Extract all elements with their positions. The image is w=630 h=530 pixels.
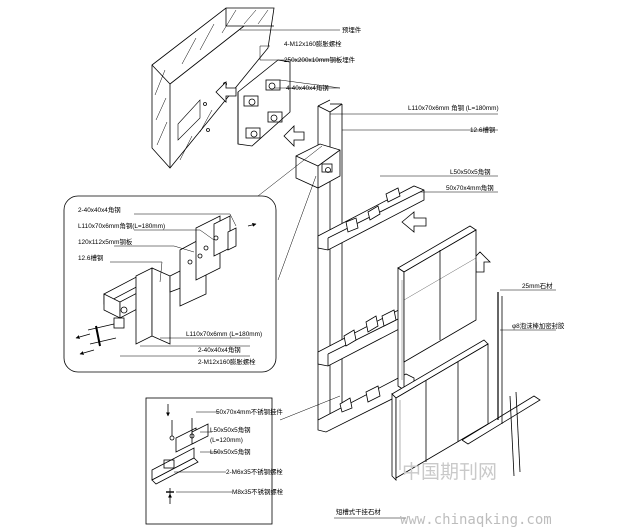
sealant-rod <box>461 292 541 477</box>
label-caption: 短槽式干挂石材 <box>336 507 381 516</box>
concrete-wall <box>151 7 275 169</box>
label-angle-50x70: 50x70x4mm角钢 <box>446 183 494 192</box>
labels: 预埋件 4-M12x160膨胀螺栓 250x200x10mm钢板埋件 4-40x… <box>78 25 565 516</box>
detail-2-leaders <box>174 411 232 493</box>
horizontal-rail-1 <box>317 185 425 251</box>
label-panel-thk: 25mm石材 <box>522 281 553 290</box>
stone-panels <box>391 225 489 481</box>
arrow-icon <box>401 211 427 233</box>
arrow-icon <box>215 81 237 103</box>
label-d1-channel: L110x70x6mm角钢(L=180mm) <box>78 221 165 230</box>
label-channel-steel: 12.6槽钢 <box>470 125 495 134</box>
label-d1-bottom2: 2-40x40x4角钢 <box>198 345 241 354</box>
embed-plate <box>237 59 291 147</box>
label-d1-plate: 120x112x5mm钢板 <box>78 237 133 246</box>
label-sealant: φ8泡沫棒加密封胶 <box>512 321 565 330</box>
label-channel-main: L110x70x6mm 角钢 (L=180mm) <box>408 103 499 112</box>
detail-1-frame <box>63 195 277 373</box>
label-d1-bottom1: L110x70x6mm (L=180mm) <box>186 331 262 338</box>
watermark-url: www.chinaqking.com <box>400 512 552 528</box>
label-d1-bottom3: 2-M12x160膨胀螺栓 <box>198 357 256 366</box>
leader-lines <box>240 29 556 421</box>
label-angle-l50: L50x50x5角钢 <box>450 167 491 176</box>
label-d2-angle: 50x70x4mm不锈钢挂件 <box>216 407 283 416</box>
label-d2-l50-a: L50x50x5角钢 <box>210 425 251 434</box>
label-d2-bolt2: M8x35不锈钢螺栓 <box>232 487 284 496</box>
label-d1-steel: 12.6槽钢 <box>78 253 103 262</box>
label-wall: 预埋件 <box>342 25 362 34</box>
label-d2-bolt1: 2-M6x35不锈钢螺栓 <box>226 467 283 476</box>
label-d1-angle: 2-40x40x4角钢 <box>78 205 121 214</box>
label-bolts-main: 4-M12x160膨胀螺栓 <box>284 39 342 48</box>
label-d2-l50-b: L50x50x5角钢 <box>210 447 251 456</box>
horizontal-rail-3 <box>317 373 415 433</box>
label-d2-l50-a2: (L=120mm) <box>210 437 243 444</box>
detail-1-parts <box>75 215 257 355</box>
arrow-icon <box>283 125 305 147</box>
top-bracket <box>295 143 341 189</box>
watermark-cn: 中国期刊网 <box>402 461 497 483</box>
detail-2-parts <box>151 404 209 504</box>
detail-2-frame <box>145 397 273 525</box>
label-plate-main: 250x200x10mm钢板埋件 <box>284 55 356 64</box>
detail-1-leaders <box>110 213 250 357</box>
watermark: 中国期刊网 www.chinaqking.com <box>400 461 552 528</box>
label-angle-main: 4-40x40x4角钢 <box>286 83 329 92</box>
